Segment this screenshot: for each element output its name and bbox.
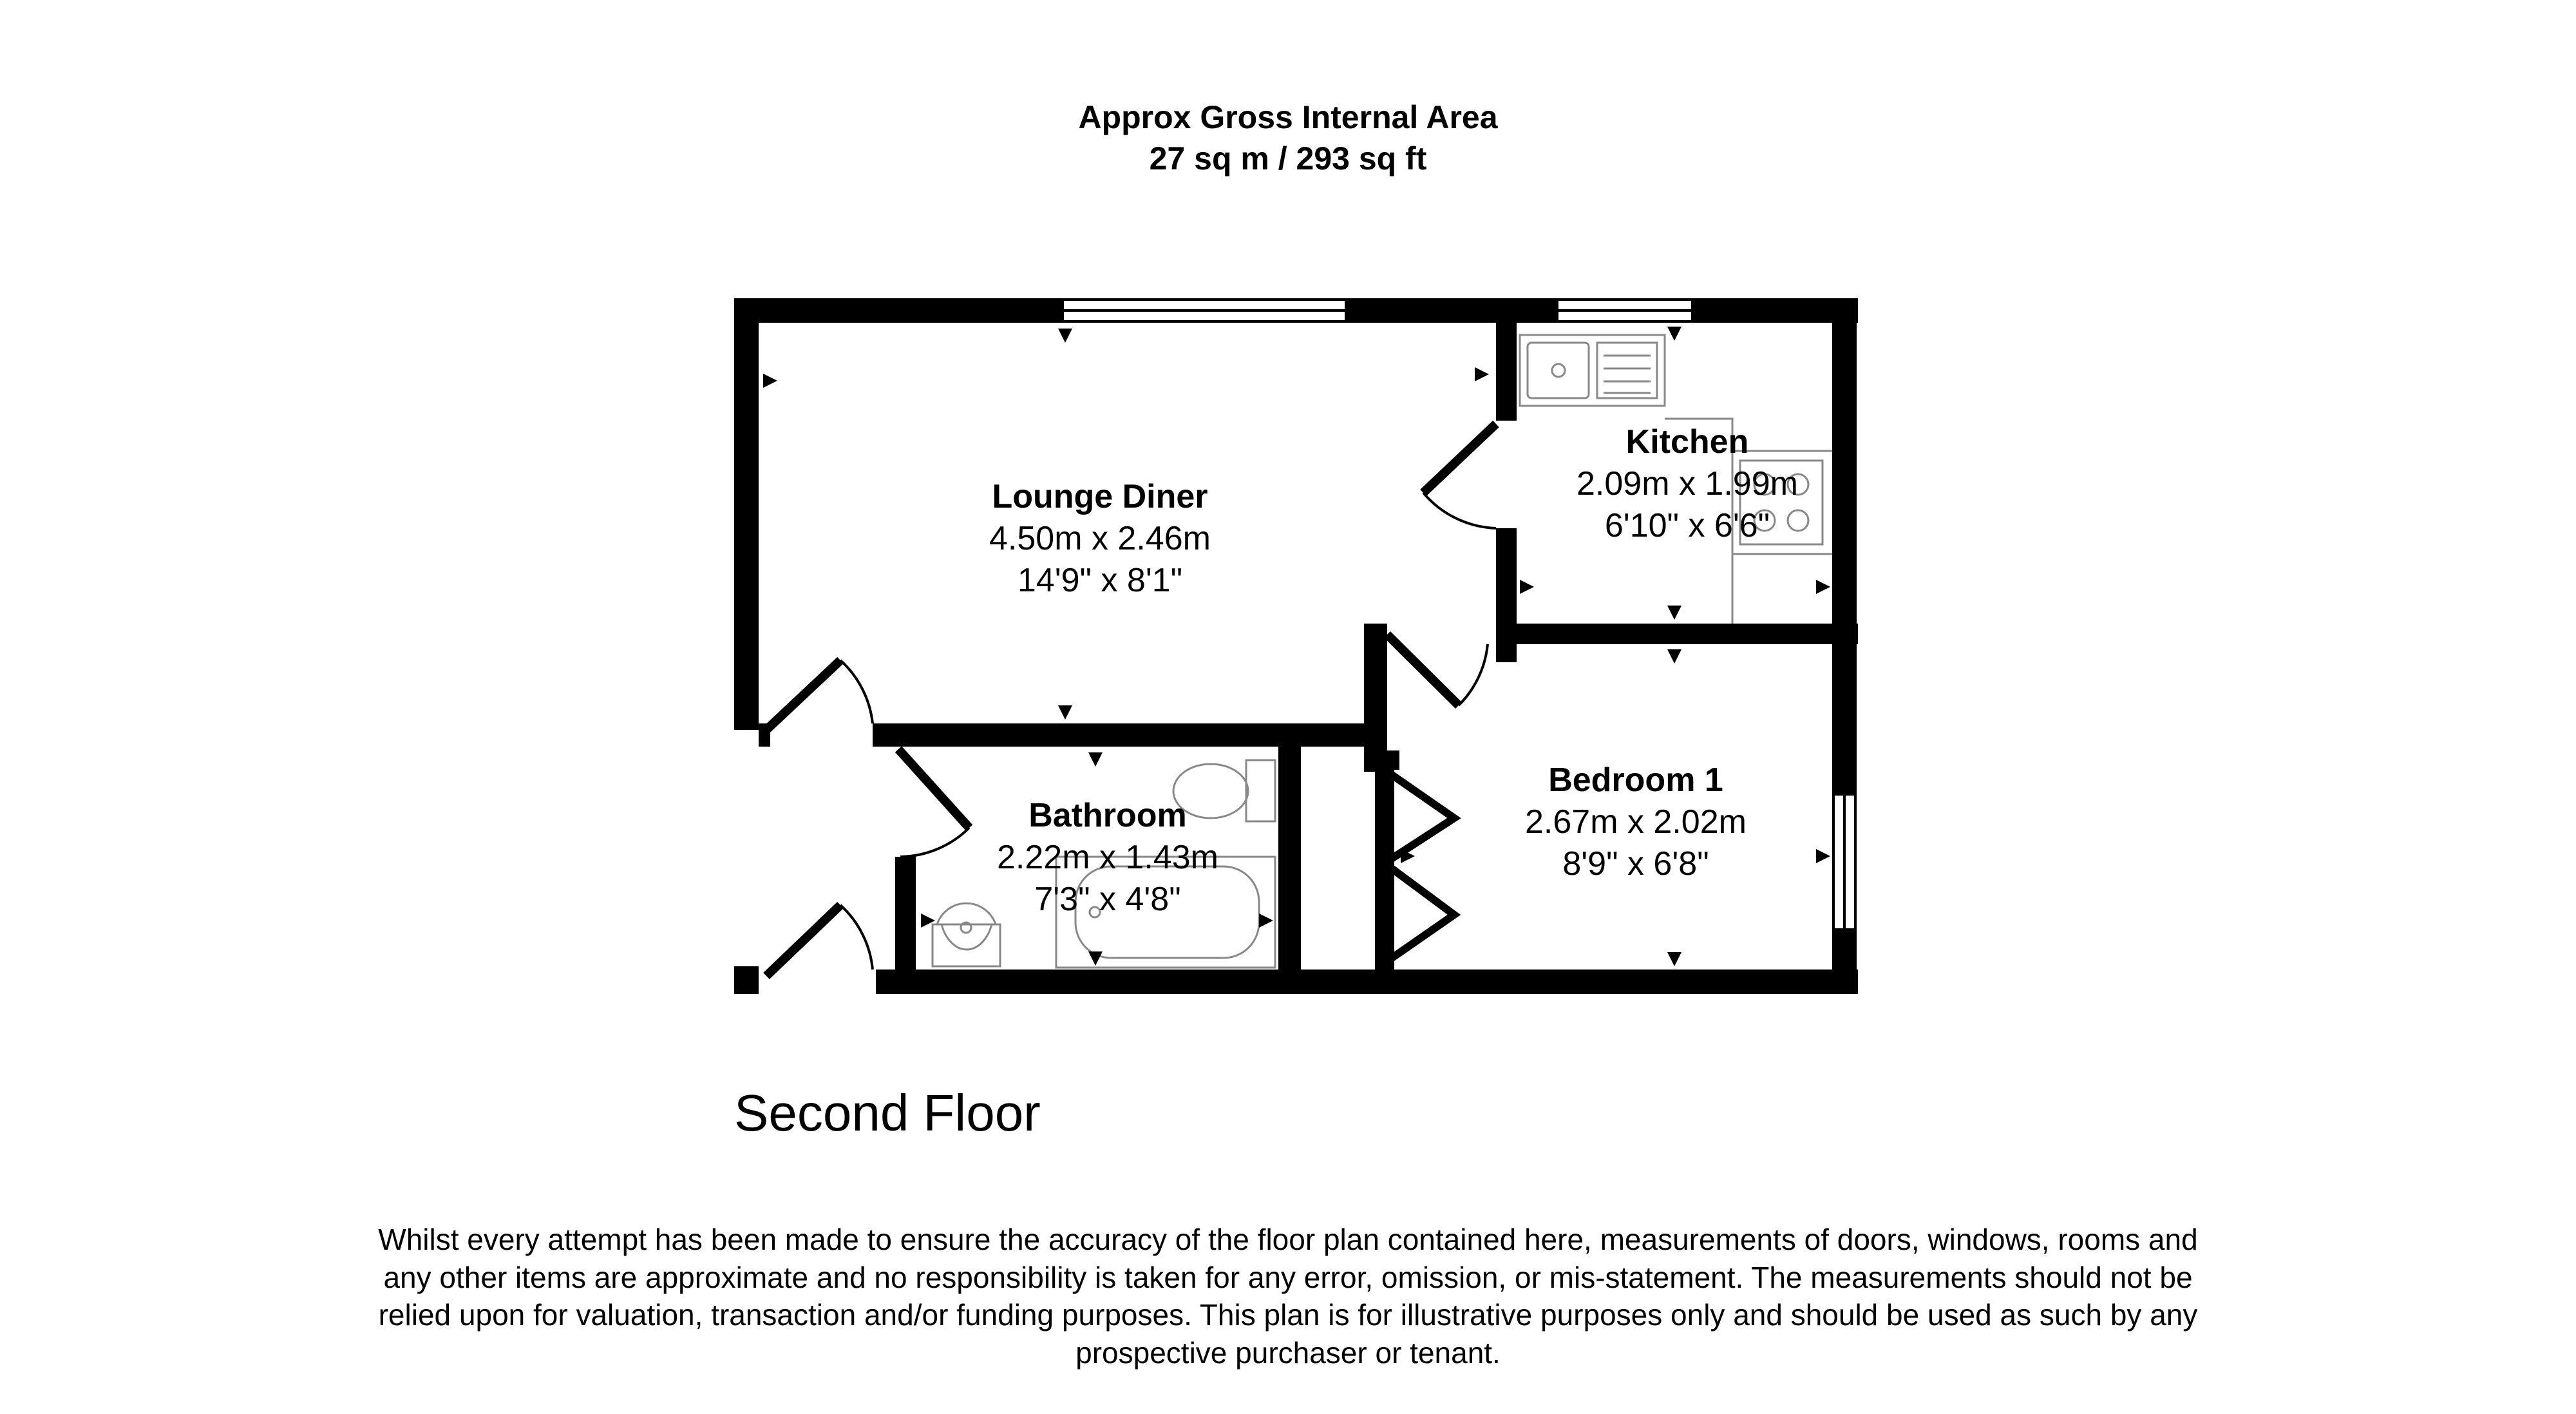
marker-bedroom-top — [1667, 649, 1681, 664]
marker-bathroom-right — [1259, 913, 1273, 928]
disclaimer-line: Whilst every attempt has been made to en… — [378, 1223, 2198, 1256]
room-imperial: 8'9" x 6'8" — [1562, 845, 1709, 883]
fixtures — [931, 334, 1832, 969]
kitchen-door — [1420, 420, 1499, 530]
area-title: Approx Gross Internal Area — [1078, 99, 1498, 135]
kitchen-sink — [1519, 334, 1666, 407]
room-imperial: 7'3" x 4'8" — [1034, 881, 1180, 918]
kitchen-worktop — [1665, 417, 1832, 624]
doors — [763, 420, 1499, 980]
disclaimer-line: relied upon for valuation, transaction a… — [378, 1298, 2198, 1332]
marker-kitchen-bottom — [1667, 606, 1681, 620]
marker-bedroom-left — [1401, 849, 1415, 863]
interior-walls — [759, 298, 1858, 994]
disclaimer-line: prospective purchaser or tenant. — [1075, 1335, 1501, 1370]
room-labels: Lounge Diner 4.50m x 2.46m 14'9" x 8'1" … — [989, 423, 1798, 918]
kitchen-hob — [1739, 459, 1824, 546]
area-value: 27 sq m / 293 sq ft — [1149, 140, 1427, 177]
marker-lounge-top — [1058, 329, 1072, 343]
label-lounge-diner: Lounge Diner 4.50m x 2.46m 14'9" x 8'1" — [989, 478, 1211, 599]
room-name: Lounge Diner — [992, 478, 1208, 515]
measurement-markers — [763, 327, 1830, 966]
marker-kitchen-top — [1667, 327, 1681, 341]
marker-lounge-left — [763, 374, 777, 388]
room-name: Kitchen — [1626, 423, 1749, 461]
room-name: Bathroom — [1028, 797, 1187, 834]
marker-bathroom-top — [1088, 752, 1103, 767]
room-metric: 2.67m x 2.02m — [1525, 803, 1747, 841]
label-bathroom: Bathroom 2.22m x 1.43m 7'3" x 4'8" — [997, 797, 1218, 918]
room-metric: 2.09m x 1.99m — [1577, 465, 1798, 502]
room-imperial: 6'10" x 6'6" — [1605, 507, 1770, 544]
disclaimer: Whilst every attempt has been made to en… — [283, 1221, 2293, 1371]
wash-basin — [931, 902, 1001, 968]
bedroom-door — [1384, 631, 1489, 709]
marker-lounge-right — [1475, 367, 1489, 381]
disclaimer-line: any other items are approximate and no r… — [383, 1260, 2193, 1294]
lounge-door — [763, 656, 874, 734]
bathroom-door — [895, 746, 973, 858]
label-bedroom-1: Bedroom 1 2.67m x 2.02m 8'9" x 6'8" — [1525, 761, 1747, 883]
marker-bathroom-bottom — [1088, 951, 1103, 966]
room-name: Bedroom 1 — [1548, 761, 1723, 799]
marker-bedroom-bottom — [1667, 952, 1681, 966]
entrance-door — [763, 901, 874, 980]
bathtub — [1055, 855, 1276, 969]
marker-bedroom-right — [1816, 849, 1830, 863]
wardrobe-bifold-doors — [1378, 767, 1461, 966]
floor-label: Second Floor — [734, 1084, 1041, 1142]
area-header: Approx Gross Internal Area 27 sq m / 293… — [0, 97, 2576, 179]
room-metric: 4.50m x 2.46m — [989, 520, 1211, 557]
label-kitchen: Kitchen 2.09m x 1.99m 6'10" x 6'6" — [1577, 423, 1798, 544]
marker-kitchen-right — [1816, 580, 1830, 594]
windows — [1061, 298, 1857, 931]
toilet — [1172, 759, 1276, 823]
room-imperial: 14'9" x 8'1" — [1018, 562, 1182, 599]
room-metric: 2.22m x 1.43m — [997, 839, 1218, 876]
marker-bathroom-left — [921, 913, 935, 928]
marker-lounge-bottom — [1058, 705, 1072, 720]
marker-kitchen-left — [1520, 580, 1534, 594]
